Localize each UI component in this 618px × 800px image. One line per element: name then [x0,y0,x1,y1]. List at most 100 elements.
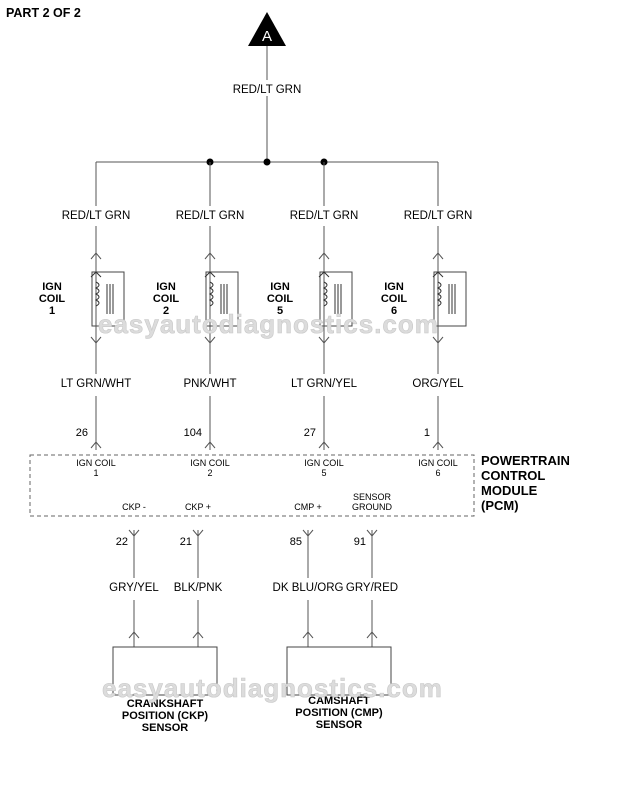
connector-triangle-icon [248,12,286,46]
coil-name-line: COIL [153,293,180,305]
pcm-pin-number: 104 [184,427,202,439]
connector-pin-icon [192,529,204,537]
pcm-pin-label: CKP - [122,502,146,512]
splice-dot [263,158,271,166]
connector-label: A [262,28,272,45]
coil-control-wire-label: LT GRN/WHT [61,378,132,390]
pcm-pin-label: IGN COIL [304,458,344,468]
cmp-sensor-body [286,646,392,696]
coil-control-wire-label: PNK/WHT [183,378,236,390]
coil-name-line: IGN [42,281,62,293]
coil-name-line: 2 [163,305,169,317]
pcm-pin-number: 1 [424,427,430,439]
coil-winding-icon [94,281,100,307]
connector-pin-icon [302,529,314,537]
coil-name-line: IGN [384,281,404,293]
connector-pin-icon [432,336,444,344]
coil-control-wire-label: LT GRN/YEL [291,378,358,390]
arrow-up-icon [432,271,444,278]
connector-pin-icon [204,441,216,449]
pcm-pin-label: IGN COIL [418,458,458,468]
connector-pin-icon [192,631,204,639]
sensor-wire-label: BLK/PNK [174,582,223,594]
connector-pin-icon [204,336,216,344]
connector-a: A [248,12,286,46]
coil-name-line: 5 [277,305,283,317]
coil-name-line: 6 [391,305,397,317]
pcm-title-line: POWERTRAIN [481,453,570,468]
pcm-pin-number: 91 [354,536,366,548]
pcm-pin-label: SENSOR [353,492,392,502]
connector-pin-icon [318,441,330,449]
coil-name-line: 1 [49,305,55,317]
connector-pin-icon [90,441,102,449]
watermark: easyautodiagnostics.com [102,673,443,703]
connector-pin-icon [366,631,378,639]
connector-pin-icon [318,336,330,344]
pcm-pin-label: CMP + [294,502,322,512]
pcm-pin-number: 22 [116,536,128,548]
coil-name-line: IGN [270,281,290,293]
pcm-pin-label: IGN COIL [190,458,230,468]
ckp-sensor-label: CRANKSHAFT POSITION (CKP) SENSOR [122,698,209,734]
coil-winding-icon [436,281,442,307]
pcm-pin-label: CKP + [185,502,211,512]
arrow-up-icon [318,271,330,278]
connector-pin-icon [432,252,444,260]
pcm-title-line: CONTROL [481,468,545,483]
coil-supply-wire-label: RED/LT GRN [290,210,359,222]
coil-supply-wire-label: RED/LT GRN [62,210,131,222]
connector-pin-icon [204,252,216,260]
sensor-name-line: CAMSHAFT [308,695,370,707]
coil-name-line: COIL [381,293,408,305]
sensor-wire-label: GRY/RED [346,582,398,594]
cmp-sensor-label: CAMSHAFT POSITION (CMP) SENSOR [295,695,383,731]
sensor-name-line: SENSOR [142,722,189,734]
sensor-name-line: POSITION (CKP) [122,710,209,722]
pcm-title-line: (PCM) [481,498,519,513]
connector-pin-icon [90,252,102,260]
coil-winding-icon [322,281,328,307]
connector-pin-icon [128,529,140,537]
coil-name-line: COIL [39,293,66,305]
pcm-pin-number: 26 [76,427,88,439]
connector-pin-icon [366,529,378,537]
coil-supply-wire-label: RED/LT GRN [176,210,245,222]
pcm-pin-label: 5 [321,468,326,478]
coil-name-line: COIL [267,293,294,305]
feed-wire-label: RED/LT GRN [233,84,302,96]
coil-supply-wire-label: RED/LT GRN [404,210,473,222]
connector-pin-icon [128,631,140,639]
part-label: PART 2 OF 2 [6,6,81,20]
pcm-title-line: MODULE [481,483,538,498]
arrow-up-icon [204,271,216,278]
coil-control-wire-label: ORG/YEL [412,378,464,390]
pcm-pin-label: IGN COIL [76,458,116,468]
pcm-title: POWERTRAIN CONTROL MODULE (PCM) [481,453,570,513]
pcm-pin-number: 27 [304,427,316,439]
sensor-wire-label: DK BLU/ORG [273,582,344,594]
pcm-pin-label: 2 [207,468,212,478]
ckp-sensor-body [112,646,218,696]
connector-pin-icon [318,252,330,260]
pcm-pin-number: 21 [180,536,192,548]
pcm-pin-label: GROUND [352,502,392,512]
connector-pin-icon [302,631,314,639]
connector-pin-icon [432,441,444,449]
pcm-pin-label: 1 [93,468,98,478]
arrow-up-icon [90,271,102,278]
connector-pin-icon [90,336,102,344]
sensor-name-line: SENSOR [316,719,363,731]
coil-winding-icon [208,281,214,307]
pcm-pin-label: 6 [435,468,440,478]
